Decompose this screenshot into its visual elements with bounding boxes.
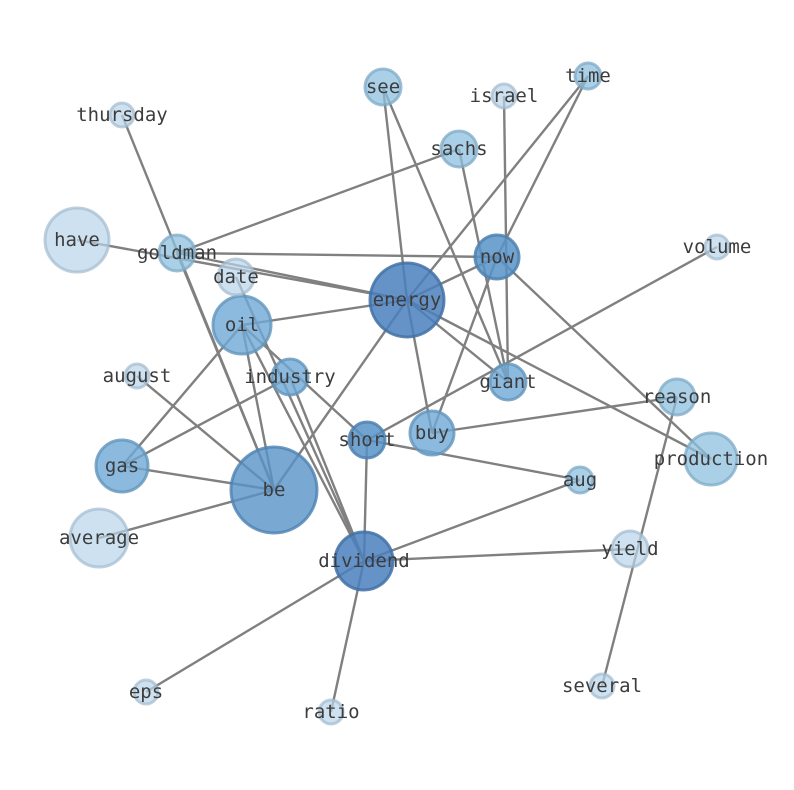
node-ratio	[317, 698, 345, 726]
node-label-average: average	[59, 527, 139, 549]
node-label-see: see	[366, 76, 400, 98]
node-label-august: august	[103, 365, 172, 387]
node-industry	[270, 357, 310, 397]
node-label-volume: volume	[683, 236, 752, 258]
edge-dividend-yield	[363, 547, 631, 563]
node-label-ratio: ratio	[302, 701, 359, 723]
edge-now-production	[496, 256, 712, 460]
node-have	[43, 206, 111, 274]
node-yield	[610, 529, 650, 569]
node-sachs	[439, 129, 479, 169]
node-average	[68, 507, 130, 569]
node-label-goldman: goldman	[137, 242, 217, 264]
edge-now-buy	[430, 256, 499, 434]
node-oil	[211, 294, 273, 356]
node-label-energy: energy	[373, 289, 442, 311]
edge-oil-gas	[121, 324, 243, 467]
node-label-short: short	[338, 429, 395, 451]
node-label-now: now	[480, 246, 515, 268]
node-label-industry: industry	[244, 366, 336, 388]
edge-goldman-energy	[176, 251, 408, 302]
node-label-several: several	[562, 675, 642, 697]
edge-time-now	[495, 75, 590, 258]
node-label-dividend: dividend	[318, 550, 410, 572]
node-gas	[94, 438, 150, 494]
node-label-aug: aug	[563, 469, 597, 491]
node-be	[229, 445, 319, 535]
node-label-oil: oil	[225, 314, 259, 336]
edge-energy-time	[406, 75, 589, 301]
labels-layer: energy be dividend oil now gas have average prod…	[54, 65, 768, 723]
node-goldman	[157, 233, 197, 273]
node-energy	[368, 261, 446, 339]
edge-dividend-eps	[145, 559, 365, 694]
node-date	[216, 257, 256, 297]
node-thursday	[108, 101, 136, 129]
node-label-time: time	[565, 65, 611, 87]
node-label-sachs: sachs	[430, 138, 487, 160]
edge-see-giant	[381, 86, 510, 383]
node-label-thursday: thursday	[76, 104, 168, 126]
edge-short-aug	[366, 438, 581, 482]
edge-goldman-now	[176, 251, 498, 259]
edge-buy-reason	[431, 395, 678, 435]
node-august	[123, 362, 151, 390]
node-label-israel: israel	[470, 85, 539, 107]
edge-energy-production	[406, 298, 712, 461]
node-dividend	[333, 530, 395, 592]
node-label-reason: reason	[643, 386, 712, 408]
edge-dividend-aug	[363, 478, 581, 563]
node-now	[473, 233, 521, 281]
node-short	[347, 420, 387, 460]
edge-goldman-sachs	[176, 147, 460, 255]
node-label-yield: yield	[601, 538, 658, 560]
edge-volume-short	[366, 245, 718, 442]
node-label-have: have	[54, 229, 100, 251]
node-see	[363, 67, 403, 107]
edges-layer	[76, 75, 718, 713]
node-label-production: production	[654, 448, 768, 470]
edge-industry-dividend	[288, 376, 366, 562]
nodes-layer	[43, 61, 739, 726]
node-israel	[490, 82, 518, 110]
node-label-buy: buy	[415, 422, 449, 444]
node-label-gas: gas	[105, 455, 139, 477]
node-reason	[657, 377, 697, 417]
node-production	[683, 431, 739, 487]
node-giant	[488, 362, 528, 402]
edge-thursday-be	[120, 114, 276, 491]
node-eps	[132, 678, 160, 706]
node-several	[588, 672, 616, 700]
edge-oil-dividend	[240, 324, 366, 562]
node-label-be: be	[263, 479, 286, 501]
node-time	[573, 61, 603, 91]
node-aug	[565, 465, 595, 495]
node-buy	[408, 409, 456, 457]
node-label-eps: eps	[129, 681, 163, 703]
node-label-giant: giant	[479, 371, 536, 393]
node-volume	[703, 233, 731, 261]
edge-industry-gas	[121, 375, 291, 468]
node-label-date: date	[213, 266, 259, 288]
